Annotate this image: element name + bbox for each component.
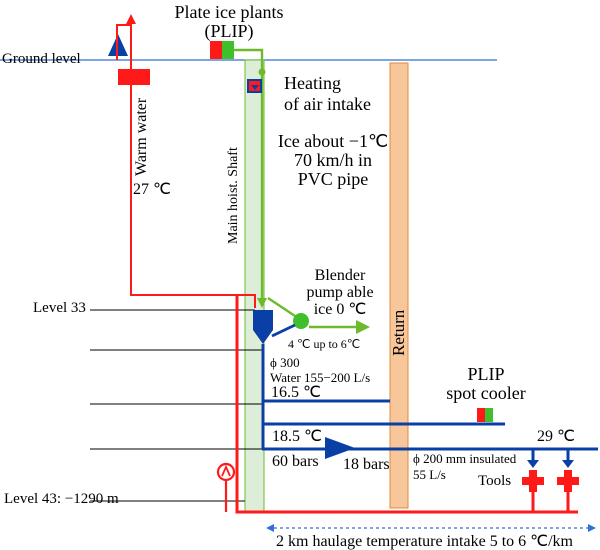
water-flow-label: Water 155−200 L/s <box>270 370 371 385</box>
plip-title: Plate ice plants (PLIP) <box>168 3 290 41</box>
ice-label: Ice about −1℃ 70 km/h in PVC pipe <box>266 132 400 189</box>
blender-label: Blender pump able ice 0 ℃ <box>300 267 380 318</box>
warm-water-label: Warm water <box>133 97 150 176</box>
tool-icon-1 <box>522 470 544 492</box>
pipe-300-label: ϕ 300 <box>270 355 300 370</box>
pipe-200-label-line1: ϕ 200 mm insulated <box>413 451 517 466</box>
spot-cooler-label: PLIP spot cooler <box>436 365 536 403</box>
bars-18-label: 18 bars <box>343 456 390 473</box>
blender-label-line2: pump able <box>306 283 374 301</box>
pressure-reducer-icon <box>325 437 355 459</box>
plip-unit-red <box>210 41 222 59</box>
blender-pump-icon <box>293 313 309 329</box>
return-label: Return <box>389 309 408 356</box>
pipe-200-label-line2: 55 L/s <box>413 466 446 482</box>
blender-label-line3: ice 0 ℃ <box>313 300 367 318</box>
plip-unit-green <box>222 41 234 59</box>
mixing-hopper-icon <box>253 310 273 344</box>
tool-valve-icon-2 <box>562 460 574 468</box>
spot-cooler-label-line2: spot cooler <box>446 382 526 403</box>
warm-water-arrow <box>126 14 136 24</box>
haulage-label: 2 km haulage temperature intake 5 to 6 ℃… <box>276 533 573 550</box>
warm-water-temp: 27 ℃ <box>133 181 171 198</box>
ice-output-arrow <box>356 320 370 334</box>
ice-pipe <box>234 48 264 300</box>
ice-down-arrow <box>257 298 267 308</box>
temp-18-5-label: 18.5 ℃ <box>272 428 322 445</box>
main-shaft-label: Main hoist. Shaft <box>226 147 241 244</box>
ground-level-label: Ground level <box>2 51 81 67</box>
ice-junction-icon <box>258 68 266 76</box>
bars-60-label: 60 bars <box>272 453 319 470</box>
warm-water-heater <box>118 69 150 85</box>
heating-label: Heating of air intake <box>284 74 371 114</box>
level-33-label: Level 33 <box>33 300 86 316</box>
heating-label-line1: Heating <box>284 73 341 93</box>
blue-branch-to-blender <box>271 323 296 338</box>
level-43-label: Level 43: −1290 m <box>4 491 119 507</box>
temp-16-5-label: 16.5 ℃ <box>271 384 321 401</box>
pipe-200-label: ϕ 200 mm insulated 55 L/s <box>413 452 516 481</box>
warm-water-pipe <box>116 24 256 308</box>
plip-title-line2: (PLIP) <box>204 20 254 41</box>
ice-label-line3: PVC pipe <box>297 168 369 189</box>
plip-title-line1: Plate ice plants <box>174 2 284 22</box>
return-column <box>389 62 409 509</box>
temp-range-label: 4 ℃ up to 6℃ <box>288 337 361 351</box>
tools-label: Tools <box>478 473 512 489</box>
ice-label-line2: 70 km/h in <box>293 149 372 170</box>
spot-cooler-red <box>477 408 485 422</box>
tool-icon-2 <box>557 470 579 492</box>
spot-cooler-green <box>485 408 493 422</box>
tool-valve-icon-1 <box>527 460 539 468</box>
spot-cooler-label-line1: PLIP <box>467 364 505 384</box>
heating-label-line2: of air intake <box>284 93 371 114</box>
temp-29-label: 29 ℃ <box>537 428 575 445</box>
hot-return-pipe <box>235 295 578 514</box>
blender-label-line1: Blender <box>314 267 366 284</box>
ice-label-line1: Ice about −1℃ <box>277 131 389 151</box>
